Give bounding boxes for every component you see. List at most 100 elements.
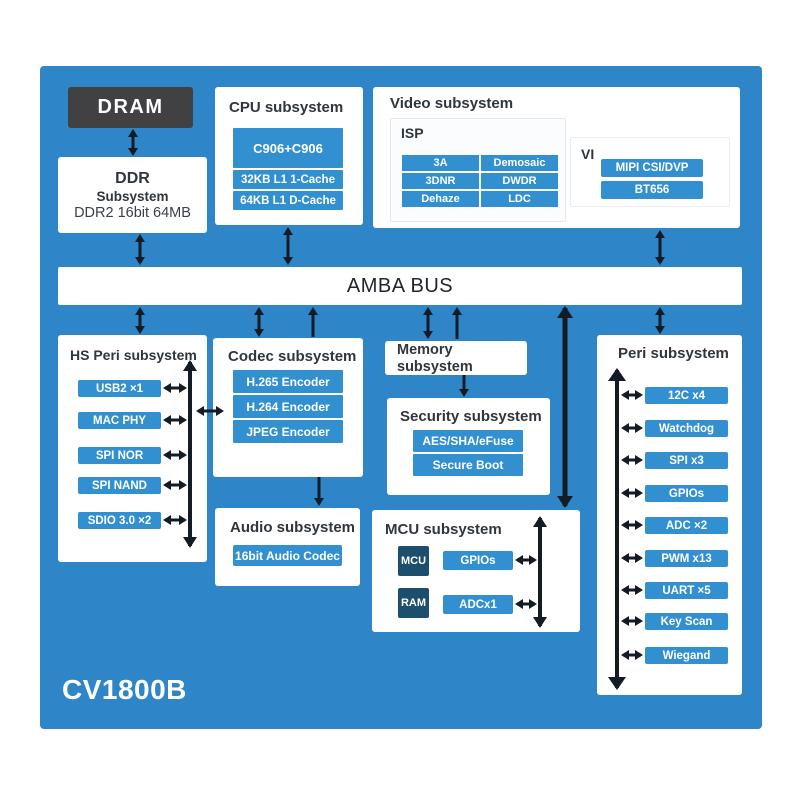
arrow-shaft	[165, 483, 185, 487]
pwm-block: PWM x13	[645, 550, 728, 567]
arrow-shaft	[517, 558, 535, 562]
hs-peri-trunk-arrow	[182, 360, 198, 548]
arrow-cpu-amba	[282, 227, 294, 265]
vi-mipi-block: MIPI CSI/DVP	[601, 159, 703, 177]
arrow-amba-peri	[654, 307, 666, 334]
connector-adc	[621, 519, 643, 531]
connector-gpios	[621, 487, 643, 499]
security-title: Security subsystem	[400, 408, 542, 425]
arrow-shaft	[188, 362, 192, 546]
mcu-ram-block: RAM	[398, 588, 429, 618]
codec-subsystem-box: Codec subsystem H.265 Encoder H.264 Enco…	[213, 338, 363, 477]
chip-name: CV1800B	[62, 674, 187, 705]
cpu-core-block: C906+C906	[233, 128, 343, 168]
arrow-ddr-amba	[134, 234, 146, 265]
cpu-subsystem-box: CPU subsystem C906+C906 32KB L1 1-Cache …	[215, 87, 363, 225]
arrow-amba-codec	[253, 307, 265, 337]
spi-block: SPI x3	[645, 452, 728, 469]
uart-block: UART ×5	[645, 582, 728, 599]
vi-bt656-block: BT656	[601, 181, 703, 199]
mcu-gpios-block: GPIOs	[443, 551, 513, 570]
vi-box: VI MIPI CSI/DVP BT656	[570, 137, 730, 207]
arrow-codec-amba-up	[307, 307, 319, 337]
video-subsystem-box: Video subsystem ISP 3A Demosaic 3DNR DWD…	[373, 87, 740, 228]
cpu-subsystem-title: CPU subsystem	[229, 99, 344, 116]
arrow-shaft	[623, 523, 641, 527]
arrow-shaft	[455, 310, 459, 339]
watchdog-block: Watchdog	[645, 420, 728, 437]
arrow-shaft	[462, 375, 466, 394]
memory-subsystem-box: Memory subsystem	[385, 341, 527, 375]
connector-watchdog	[621, 422, 643, 434]
memory-title: Memory subsystem	[397, 342, 473, 375]
arrow-shaft	[165, 418, 185, 422]
ddr-title: DDR	[115, 169, 150, 187]
arrow-shaft	[623, 588, 641, 592]
connector-mcu-gpios	[515, 554, 537, 566]
arrow-shaft	[623, 426, 641, 430]
cpu-icache-block: 32KB L1 1-Cache	[233, 170, 343, 189]
arrow-shaft	[165, 518, 185, 522]
mcu-trunk-arrow	[532, 516, 548, 628]
ddr-detail: DDR2 16bit 64MB	[74, 204, 191, 221]
hs-peri-title: HS Peri subsystem	[70, 347, 197, 363]
arrow-shaft	[257, 309, 261, 335]
arrow-shaft	[198, 409, 222, 413]
audio-subsystem-box: Audio subsystem 16bit Audio Codec	[215, 508, 360, 586]
dram-label: DRAM	[97, 96, 164, 118]
arrow-shaft	[658, 309, 662, 332]
arrow-shaft	[138, 236, 142, 263]
peri-title: Peri subsystem	[618, 345, 729, 362]
mac-phy-block: MAC PHY	[78, 412, 161, 429]
mcu-subsystem-box: MCU subsystem MCU RAM GPIOs ADCx1	[372, 510, 580, 632]
arrow-shaft	[517, 602, 535, 606]
isp-cell-3a: 3A	[402, 155, 479, 171]
ddr-subtitle: Subsystem	[96, 188, 169, 204]
i2c-block: 12C x4	[645, 387, 728, 404]
key-scan-block: Key Scan	[645, 613, 728, 630]
arrow-shaft	[317, 477, 321, 503]
aes-sha-efuse-block: AES/SHA/eFuse	[413, 430, 523, 452]
security-stack: AES/SHA/eFuse Secure Boot	[413, 430, 523, 478]
arrow-shaft	[538, 518, 542, 626]
isp-function-grid: 3A Demosaic 3DNR DWDR Dehaze LDC	[402, 155, 558, 207]
security-subsystem-box: Security subsystem AES/SHA/eFuse Secure …	[387, 398, 550, 495]
ddr-subsystem-box: DDR Subsystem DDR2 16bit 64MB	[58, 157, 207, 233]
arrow-shaft	[623, 458, 641, 462]
audio-title: Audio subsystem	[230, 519, 356, 536]
arrow-codec-audio	[313, 477, 325, 506]
connector-uart	[621, 584, 643, 596]
connector-wiegand	[621, 649, 643, 661]
arrow-shaft	[623, 393, 641, 397]
jpeg-encoder-block: JPEG Encoder	[233, 420, 343, 443]
arrow-shaft	[131, 131, 135, 154]
arrow-shaft	[615, 370, 619, 688]
isp-cell-dehaze: Dehaze	[402, 191, 479, 207]
adc-block: ADC ×2	[645, 517, 728, 534]
codec-title: Codec subsystem	[228, 348, 357, 365]
sdio-block: SDIO 3.0 ×2	[78, 512, 161, 529]
connector-spi	[621, 454, 643, 466]
amba-bus: AMBA BUS	[58, 267, 742, 305]
vi-title: VI	[581, 146, 595, 162]
arrow-shaft	[165, 386, 185, 390]
h265-encoder-block: H.265 Encoder	[233, 370, 343, 393]
isp-cell-demosaic: Demosaic	[481, 155, 558, 171]
arrow-shaft	[138, 309, 142, 332]
mcu-adc-block: ADCx1	[443, 595, 513, 614]
cpu-dcache-block: 64KB L1 D-Cache	[233, 191, 343, 210]
mcu-title: MCU subsystem	[385, 521, 502, 538]
isp-cell-3dnr: 3DNR	[402, 173, 479, 189]
gpios-block: GPIOs	[645, 485, 728, 502]
connector-pwm	[621, 552, 643, 564]
video-subsystem-title: Video subsystem	[390, 95, 514, 112]
arrow-shaft	[426, 309, 430, 337]
connector-spi-nand	[163, 479, 187, 491]
arrow-dram-ddr	[127, 129, 139, 156]
dram-box: DRAM	[68, 87, 193, 128]
connector-mac-phy	[163, 414, 187, 426]
h264-encoder-block: H.264 Encoder	[233, 395, 343, 418]
isp-cell-ldc: LDC	[481, 191, 558, 207]
connector-i2c	[621, 389, 643, 401]
